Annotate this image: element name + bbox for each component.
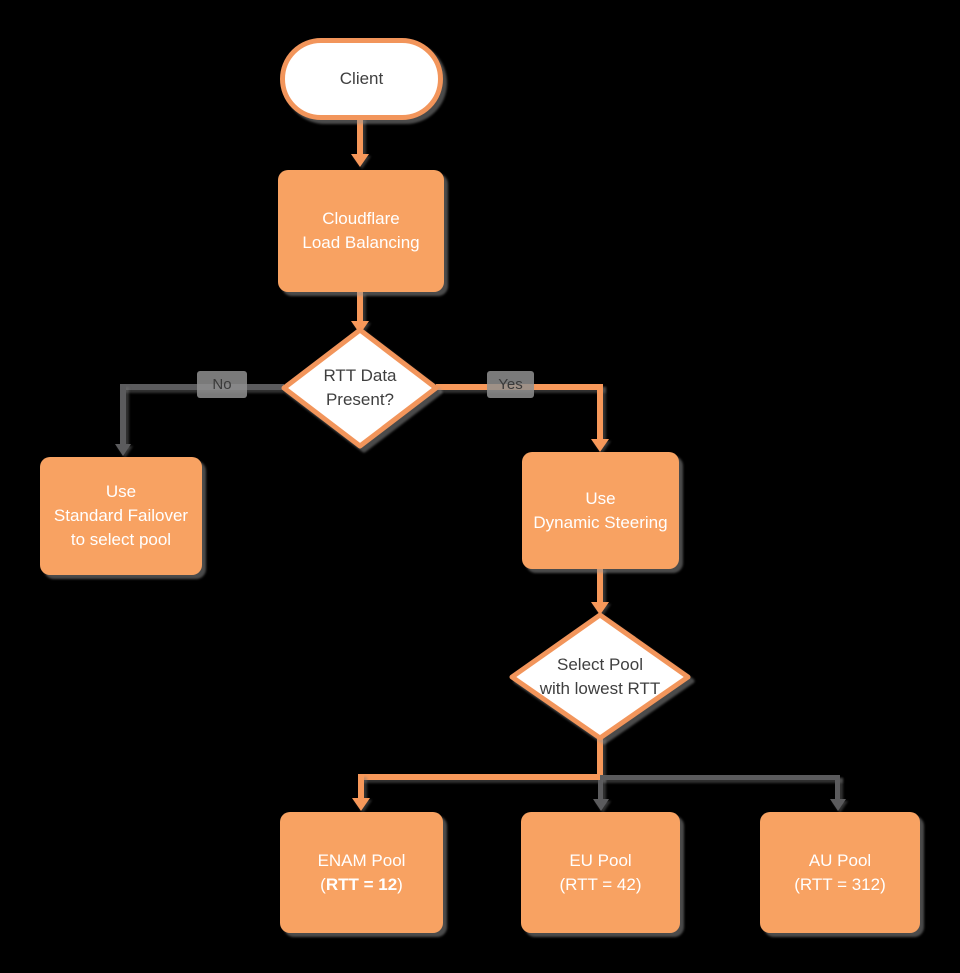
connector-enam-branch-vertical — [358, 774, 364, 800]
down-arrowhead-icon — [591, 439, 609, 452]
down-arrowhead-icon — [830, 799, 846, 811]
load-balancing-node: Cloudflare Load Balancing — [278, 170, 444, 292]
enam-pool-label-line2: (RTT = 12) — [320, 873, 403, 897]
load-balancing-label-line1: Cloudflare — [322, 209, 400, 228]
no-edge-label: No — [197, 371, 247, 398]
connector-select-pool-to-junction — [597, 736, 603, 780]
down-arrowhead-icon — [351, 154, 369, 167]
connector-load-balancing-to-rtt-decision — [357, 291, 363, 323]
connector-dynamic-steering-to-select-pool — [597, 567, 603, 605]
dynamic-steering-node: Use Dynamic Steering — [522, 452, 679, 569]
down-arrowhead-icon — [352, 798, 370, 811]
dynamic-steering-label-line2: Dynamic Steering — [533, 512, 668, 532]
down-arrowhead-icon — [593, 799, 609, 811]
down-arrowhead-icon — [115, 444, 131, 456]
au-pool-label-line2: (RTT = 312) — [794, 874, 886, 894]
down-arrowhead-icon — [591, 602, 609, 615]
rtt-decision-label-line1: RTT Data — [323, 366, 397, 385]
standard-failover-label-line3: to select pool — [70, 530, 172, 549]
enam-rtt-paren-close: ) — [397, 874, 403, 894]
select-pool-label: Select Pool with lowest RTT — [508, 611, 692, 742]
client-node: Client — [280, 38, 443, 120]
client-label: Client — [339, 69, 384, 88]
rtt-decision-diamond: RTT Data Present? — [280, 326, 440, 450]
connector-yes-branch-vertical — [597, 384, 603, 442]
au-pool-node: AU Pool (RTT = 312) — [760, 812, 920, 933]
au-pool-label-line1: AU Pool — [808, 850, 872, 870]
enam-rtt-paren-open: ( — [320, 874, 326, 894]
standard-failover-label-line2: Standard Failover — [53, 506, 189, 525]
enam-pool-node: ENAM Pool (RTT = 12) — [280, 812, 443, 933]
eu-pool-label-line1: EU Pool — [569, 850, 632, 870]
diamond-shape-icon — [509, 612, 691, 741]
connector-no-branch-vertical — [120, 384, 126, 446]
connector-client-to-load-balancing — [357, 116, 363, 156]
enam-rtt-value: RTT = 12 — [325, 874, 398, 894]
load-balancing-label-line2: Load Balancing — [302, 233, 420, 252]
eu-pool-label-line2: (RTT = 42) — [559, 874, 642, 894]
connector-au-branch-horizontal — [600, 775, 840, 780]
connector-enam-branch-horizontal — [358, 774, 603, 780]
eu-pool-node: EU Pool (RTT = 42) — [521, 812, 680, 933]
connector-eu-branch-vertical — [598, 780, 603, 801]
rtt-decision-label: RTT Data Present? — [280, 326, 440, 450]
select-pool-label-line1: Select Pool — [557, 654, 643, 674]
select-pool-diamond: Select Pool with lowest RTT — [508, 611, 692, 742]
yes-edge-label: Yes — [487, 371, 534, 398]
dynamic-steering-label-line1: Use — [585, 488, 616, 508]
standard-failover-label-line1: Use — [105, 482, 137, 501]
select-pool-label-line2: with lowest RTT — [539, 678, 661, 698]
standard-failover-node: Use Standard Failover to select pool — [40, 457, 202, 575]
diamond-shape-icon — [281, 327, 439, 449]
enam-pool-label-line1: ENAM Pool — [317, 850, 406, 870]
rtt-decision-label-line2: Present? — [325, 390, 395, 409]
connector-au-branch-vertical — [835, 775, 840, 801]
